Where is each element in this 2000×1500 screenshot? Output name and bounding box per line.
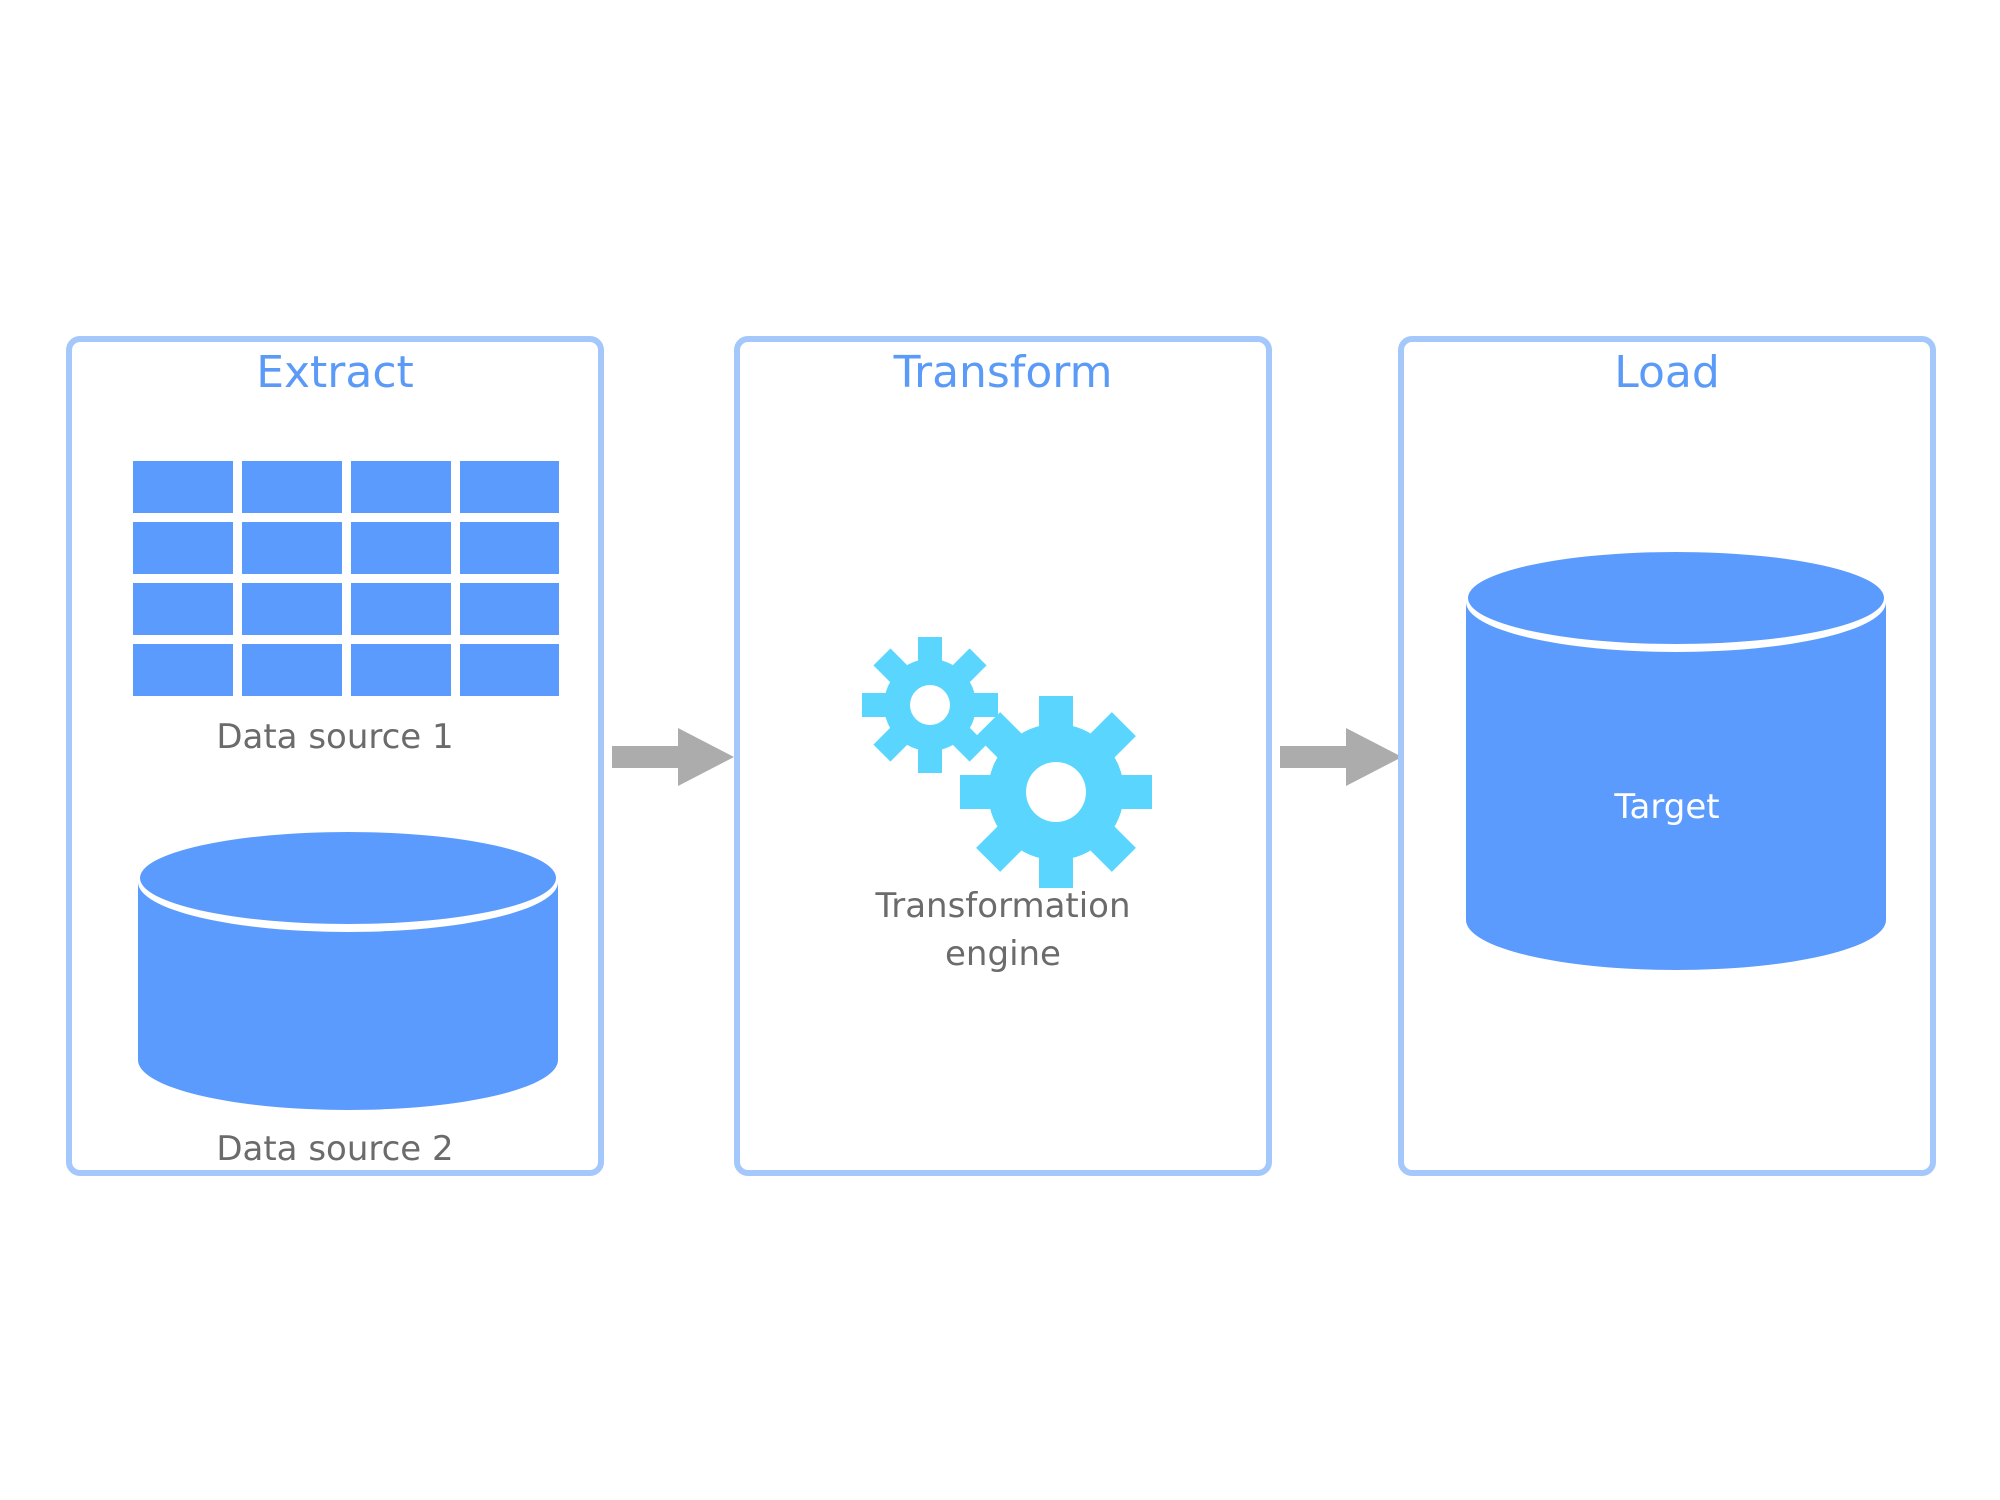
arrow-right-icon <box>1280 728 1402 786</box>
transform-title: Transform <box>893 347 1113 398</box>
table-icon <box>133 461 559 696</box>
data-source-1-label: Data source 1 <box>216 717 454 757</box>
transform-panel: Transform <box>734 336 1272 1176</box>
database-icon <box>138 832 558 1110</box>
transformation-engine-label: Transformation engine <box>875 886 1131 974</box>
arrow-right-icon <box>612 728 734 786</box>
data-source-2-label: Data source 2 <box>216 1129 454 1169</box>
extract-title: Extract <box>256 347 414 398</box>
target-label: Target <box>1614 787 1720 827</box>
load-panel: Load Target <box>1398 336 1936 1176</box>
gears-icon <box>862 637 1152 888</box>
extract-panel: Extract Data source 1 Data source 2 <box>66 336 604 1176</box>
load-title: Load <box>1614 347 1720 398</box>
database-icon <box>1466 552 1886 970</box>
